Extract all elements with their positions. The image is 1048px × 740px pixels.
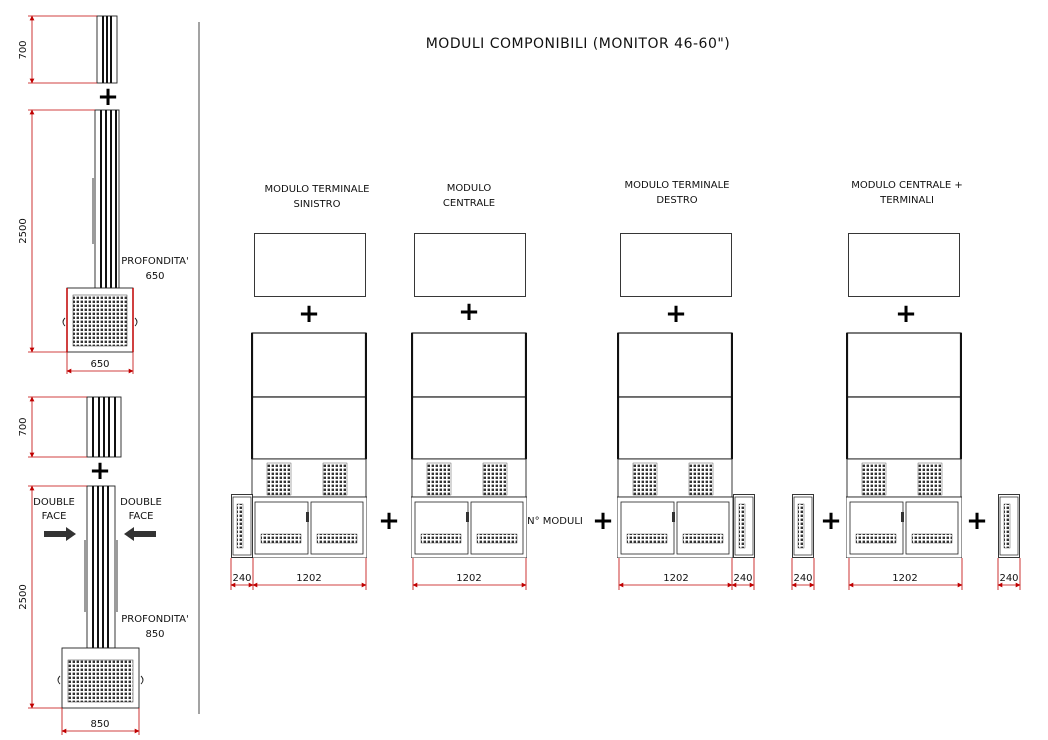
plus-sign: +: [97, 82, 119, 112]
terminal-right: [999, 495, 1020, 558]
dim-top-height: 700: [18, 40, 29, 59]
dim-column-height: 2500: [18, 218, 29, 243]
dim-terminal-width: 240: [793, 573, 812, 584]
double-face-right-2: FACE: [129, 511, 154, 522]
module-title-line-2: DESTRO: [656, 195, 697, 206]
plus-sign: +: [895, 299, 917, 329]
terminal-right: [734, 495, 755, 558]
cabinet-front: [251, 333, 367, 558]
side-view-650: + PROFONDITA' 650 700 2500 650: [18, 15, 189, 374]
double-face-left-2: FACE: [42, 511, 67, 522]
depth-label: PROFONDITA': [121, 256, 189, 267]
side-view-850: + DOUBLE FACE DOUBLE FACE PROFONDITA' 85…: [18, 396, 189, 735]
module-terminale-destro: MODULO TERMINALE DESTRO + 1202 240: [617, 180, 755, 590]
plus-sign: +: [458, 297, 480, 327]
terminal-left: [793, 495, 814, 558]
plus-sign: +: [298, 299, 320, 329]
vent-grille: [67, 659, 134, 703]
cabinet-front: [617, 333, 733, 558]
page-title: MODULI COMPONIBILI (MONITOR 46-60"): [426, 36, 731, 52]
plus-sign: +: [89, 456, 111, 486]
dim-terminal-width: 240: [232, 573, 251, 584]
monitor-frame: [415, 234, 526, 297]
dim-terminal-width: 240: [733, 573, 752, 584]
dim-module-width: 1202: [892, 573, 917, 584]
depth-label: PROFONDITA': [121, 614, 189, 625]
plus-sign: +: [592, 506, 614, 536]
monitor-frame: [849, 234, 960, 297]
column-side-double: [86, 485, 116, 649]
module-terminale-sinistro: MODULO TERMINALE SINISTRO + 240 1202: [230, 184, 370, 590]
module-centrale-terminali: MODULO CENTRALE + TERMINALI + + + 240 12…: [791, 180, 1021, 590]
double-face-left-1: DOUBLE: [33, 497, 75, 508]
arrow-left-icon: [124, 527, 156, 541]
dim-top-height: 700: [18, 417, 29, 436]
module-title-line-1: MODULO CENTRALE +: [851, 180, 963, 191]
dim-width: 650: [90, 359, 109, 370]
plus-sign: +: [966, 506, 988, 536]
n-moduli-label: N° MODULI: [527, 516, 583, 527]
cabinet-front: [411, 333, 527, 558]
plus-sign: +: [820, 506, 842, 536]
monitor-frame: [621, 234, 732, 297]
module-title-line-1: MODULO TERMINALE: [265, 184, 370, 195]
module-title-line-2: SINISTRO: [293, 199, 340, 210]
terminal-left: [232, 495, 253, 558]
module-title-line-1: MODULO TERMINALE: [625, 180, 730, 191]
dim-module-width: 1202: [663, 573, 688, 584]
module-title-line-2: TERMINALI: [879, 195, 934, 206]
module-title-line-1: MODULO: [447, 183, 492, 194]
plus-sign: +: [378, 506, 400, 536]
plus-sign: +: [665, 299, 687, 329]
double-face-right-1: DOUBLE: [120, 497, 162, 508]
module-title-line-2: CENTRALE: [443, 198, 495, 209]
module-centrale: MODULO CENTRALE + 1202: [411, 183, 527, 590]
depth-value: 650: [145, 271, 164, 282]
dim-column-height: 2500: [18, 584, 29, 609]
arrow-right-icon: [44, 527, 76, 541]
vent-grille: [72, 294, 128, 347]
dim-module-width: 1202: [296, 573, 321, 584]
dim-width: 850: [90, 719, 109, 730]
dim-terminal-width: 240: [999, 573, 1018, 584]
cabinet-front: [846, 333, 962, 558]
depth-value: 850: [145, 629, 164, 640]
monitor-frame: [255, 234, 366, 297]
dim-module-width: 1202: [456, 573, 481, 584]
